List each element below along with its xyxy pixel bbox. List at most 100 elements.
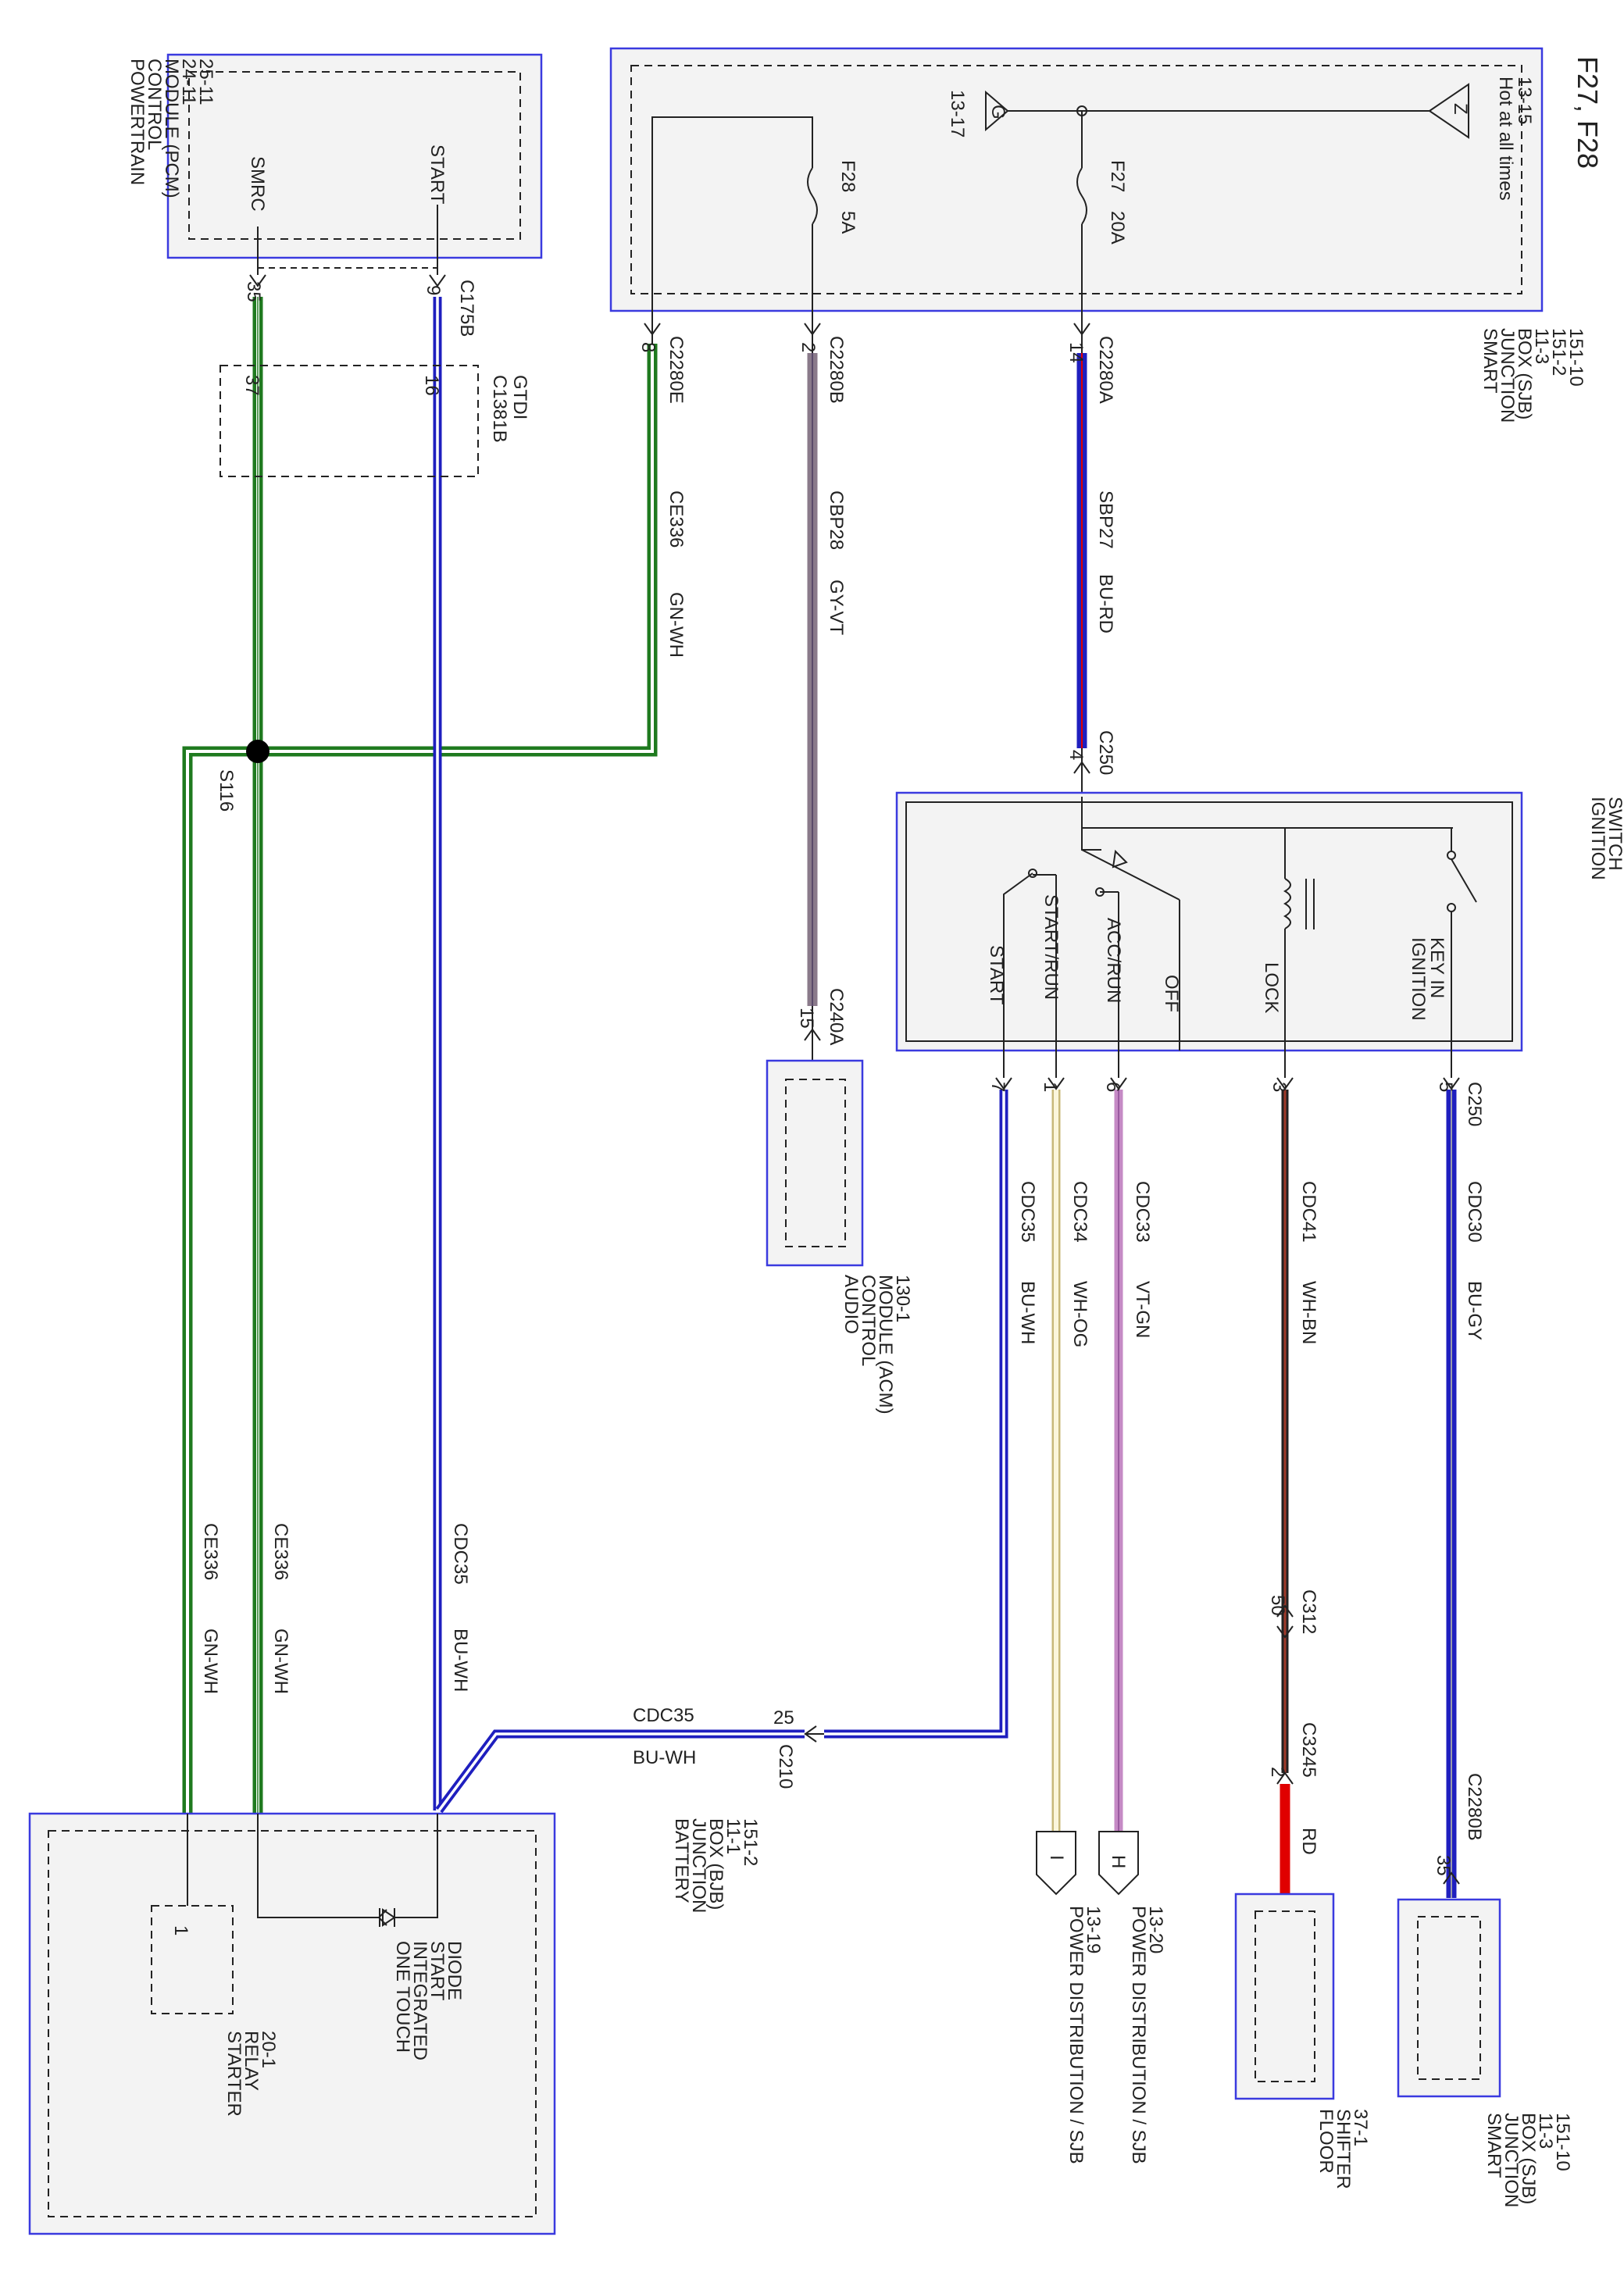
- connector-c2280e: C2280E 8: [637, 312, 687, 404]
- starter-relay-pin: 1: [170, 1925, 191, 1935]
- c250-top-label: C250: [1095, 730, 1116, 775]
- svg-text:24-11: 24-11: [178, 59, 199, 105]
- connector-c2280b-top: C2280B 2: [798, 312, 847, 404]
- svg-text:CDC35: CDC35: [450, 1523, 471, 1585]
- svg-text:GN-WH: GN-WH: [200, 1629, 221, 1694]
- svg-text:STARTER: STARTER: [223, 2031, 244, 2117]
- connector-c312: C312 50: [1267, 1589, 1319, 1639]
- svg-text:JUNCTION: JUNCTION: [688, 1818, 709, 1913]
- floor-shifter-module: [1234, 1893, 1335, 2100]
- wire-label-cdc35: CDC35 BU-WH: [1017, 1181, 1038, 1344]
- c250-top-pin: 4: [1065, 750, 1087, 760]
- sjb-top-module: G 13-17 Z F28 5A F27 20A: [609, 47, 1544, 312]
- svg-text:JUNCTION: JUNCTION: [1497, 328, 1518, 423]
- ignition-switch: [895, 791, 1523, 1078]
- c3245-pin: 2: [1267, 1767, 1288, 1777]
- sjb-bottom-module: [1397, 1898, 1501, 2098]
- svg-text:CBP28: CBP28: [826, 491, 847, 550]
- svg-text:7: 7: [987, 1082, 1008, 1092]
- gtdi-label: GTDI: [509, 375, 530, 419]
- c1381b-pin-a: 16: [421, 375, 442, 396]
- ignition-labels: KEY IN IGNITION LOCK OFF ACC/RUN START/R…: [986, 894, 1447, 1021]
- svg-text:IGNITION: IGNITION: [1587, 797, 1608, 880]
- sjb-top-label: SMART JUNCTION BOX (SJB) 11-3 151-2 151-…: [1479, 328, 1587, 423]
- svg-text:INTEGRATED: INTEGRATED: [409, 1941, 430, 2060]
- svg-text:SWITCH: SWITCH: [1604, 797, 1624, 871]
- wire-label-cdc30: CDC30 BU-GY: [1464, 1181, 1485, 1340]
- c240a-label: C240A: [826, 988, 847, 1045]
- svg-text:CDC35: CDC35: [633, 1705, 694, 1726]
- fuse-f27-rating: 20A: [1107, 211, 1128, 244]
- svg-text:CDC35: CDC35: [1017, 1181, 1038, 1243]
- diagram-title: F27, F28: [1572, 56, 1604, 169]
- acm-module: [766, 1059, 864, 1267]
- svg-text:BU-WH: BU-WH: [450, 1629, 471, 1692]
- fuse-f28-rating: 5A: [837, 211, 858, 234]
- connector-c210: 25 C210: [773, 1707, 824, 1789]
- svg-text:BU-WH: BU-WH: [1017, 1281, 1038, 1344]
- c2280b-top-pin: 2: [798, 342, 819, 352]
- svg-text:START/RUN: START/RUN: [1040, 894, 1062, 1000]
- connector-c3245: C3245 2: [1267, 1722, 1319, 1785]
- svg-text:IGNITION: IGNITION: [1408, 937, 1429, 1021]
- svg-text:SMART: SMART: [1483, 2113, 1504, 2178]
- svg-text:JUNCTION: JUNCTION: [1501, 2113, 1522, 2207]
- c250-bottom-label: C250: [1464, 1082, 1485, 1126]
- svg-text:5: 5: [1435, 1082, 1456, 1092]
- c175b-pin-smrc: 35: [243, 281, 264, 302]
- wire-label-cdc35-horizontal: CDC35 BU-WH: [633, 1705, 696, 1768]
- svg-text:LOCK: LOCK: [1261, 962, 1282, 1013]
- svg-text:POWER DISTRIBUTION / SJB: POWER DISTRIBUTION / SJB: [1065, 1906, 1087, 2164]
- svg-text:VT-GN: VT-GN: [1132, 1281, 1153, 1338]
- c3245-label: C3245: [1298, 1722, 1319, 1778]
- c312-label: C312: [1298, 1589, 1319, 1634]
- wire-cdc35-horizontal: [435, 1729, 805, 1814]
- svg-text:START: START: [427, 1941, 448, 2001]
- svg-text:BATTERY: BATTERY: [671, 1818, 692, 1903]
- pcm-pin-start-label: START: [427, 144, 448, 205]
- svg-text:25-11: 25-11: [195, 59, 216, 105]
- bjb-label: BATTERY JUNCTION BOX (BJB) 11-1 151-2: [671, 1818, 761, 1913]
- ref-g-letter: G: [987, 105, 1008, 120]
- svg-text:CDC30: CDC30: [1464, 1181, 1485, 1243]
- c2280b-bottom-pin: 35: [1433, 1855, 1454, 1876]
- connector-c250-top: C250 4: [1065, 730, 1116, 797]
- svg-text:151-2: 151-2: [1548, 328, 1569, 376]
- c240a-pin: 15: [796, 1008, 817, 1029]
- wire-label-rd: RD: [1298, 1828, 1319, 1855]
- pcm-module: START SMRC: [166, 53, 543, 275]
- svg-text:3: 3: [1269, 1082, 1290, 1092]
- power-distribution-i-label: POWER DISTRIBUTION / SJB 13-19: [1065, 1906, 1104, 2164]
- svg-text:MODULE (PCM): MODULE (PCM): [161, 59, 182, 198]
- c210-label: C210: [775, 1744, 796, 1789]
- svg-text:BOX (BJB): BOX (BJB): [705, 1818, 726, 1910]
- svg-text:CE336: CE336: [270, 1523, 291, 1580]
- sjb-bottom-label: SMART JUNCTION BOX (SJB) 11-3 151-10: [1483, 2113, 1573, 2207]
- svg-text:DIODE: DIODE: [444, 1941, 465, 2000]
- wire-label-cdc33: CDC33 VT-GN: [1132, 1181, 1153, 1338]
- svg-text:37-1: 37-1: [1350, 2109, 1371, 2146]
- fuse-f27-label: F27: [1107, 160, 1128, 192]
- connector-c175b: C175B 9 35: [243, 267, 477, 337]
- svg-text:Hot at all times: Hot at all times: [1495, 77, 1516, 201]
- svg-text:WH-OG: WH-OG: [1069, 1281, 1090, 1347]
- connector-c250-bottom: C250 7 1 6 3 5: [987, 1077, 1485, 1126]
- svg-text:OFF: OFF: [1161, 975, 1182, 1012]
- ref-g-sheet: 13-17: [947, 90, 968, 137]
- connector-c2280b-bottom: C2280B 35: [1433, 1773, 1485, 1885]
- svg-text:13-20: 13-20: [1145, 1906, 1166, 1953]
- ref-i-letter: I: [1046, 1855, 1067, 1860]
- bjb-starter-relay-label: STARTER RELAY 20-1: [223, 2031, 279, 2117]
- splice-s116: S116: [216, 740, 269, 812]
- svg-text:CONTROL: CONTROL: [144, 59, 165, 150]
- svg-text:START: START: [986, 945, 1007, 1005]
- svg-text:GN-WH: GN-WH: [270, 1629, 291, 1694]
- acm-label: AUDIO CONTROL MODULE (ACM) 130-1: [841, 1275, 913, 1414]
- svg-text:CE336: CE336: [666, 491, 687, 548]
- c1381b-label: C1381B: [489, 375, 510, 443]
- wire-label-cdc41: CDC41 WH-BN: [1298, 1181, 1319, 1344]
- s116-label: S116: [216, 769, 237, 812]
- svg-text:CDC33: CDC33: [1132, 1181, 1153, 1243]
- sjb-top-hot-label: Hot at all times 13-15: [1495, 77, 1535, 201]
